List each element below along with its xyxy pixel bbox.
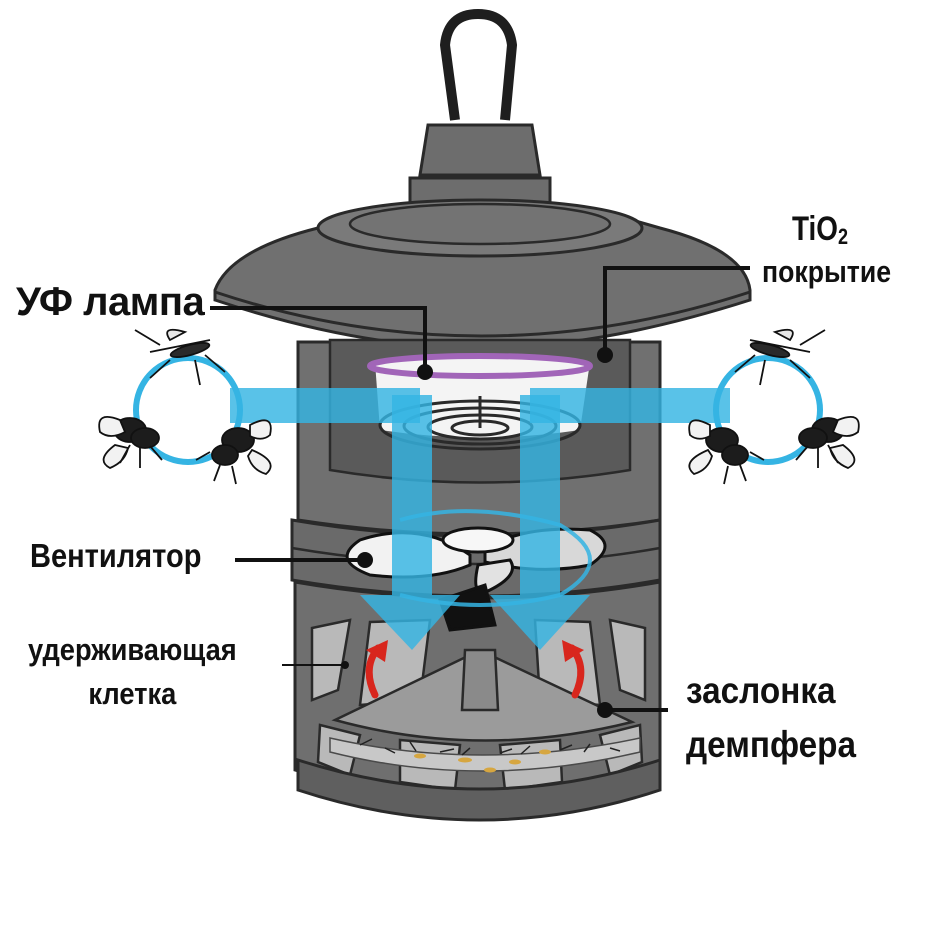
tio2-leader bbox=[597, 266, 750, 363]
tio2-label-subscript: 2 bbox=[837, 224, 849, 249]
fly-icon bbox=[195, 419, 272, 485]
holding-cage-body bbox=[293, 580, 662, 822]
mosquito-icon bbox=[134, 328, 226, 386]
holding-cage-label: удерживающая клетка bbox=[28, 628, 237, 716]
uv-lamp-tube bbox=[367, 353, 593, 379]
lantern-roof bbox=[213, 198, 752, 350]
coating-label: покрытие bbox=[762, 254, 892, 289]
damper-label-line1: заслонка bbox=[686, 670, 836, 711]
holding-cage-label-line2: клетка bbox=[88, 676, 177, 711]
damper-label-line2: демпфера bbox=[686, 724, 857, 765]
uv-lamp-leader bbox=[210, 306, 433, 380]
fan-label: Вентилятор bbox=[30, 537, 202, 574]
fly-icon bbox=[795, 416, 860, 469]
airflow-arrow-icon bbox=[230, 388, 730, 650]
holding-cage-label-line1: удерживающая bbox=[28, 632, 237, 667]
leader-lines bbox=[210, 266, 750, 718]
mosquito-icon bbox=[734, 328, 826, 386]
fly-icon bbox=[688, 419, 765, 485]
uv-lamp-label: УФ лампа bbox=[16, 280, 205, 324]
attraction-circle-left bbox=[133, 355, 243, 465]
damper-label: заслонка демпфера bbox=[686, 664, 856, 772]
upper-chamber bbox=[296, 338, 662, 536]
fly-icon bbox=[98, 416, 163, 469]
tio2-label: TiO2 bbox=[792, 210, 848, 250]
tio2-label-base: TiO bbox=[792, 210, 838, 248]
attraction-circle-right bbox=[713, 355, 823, 465]
lantern-handle-icon bbox=[440, 9, 517, 121]
